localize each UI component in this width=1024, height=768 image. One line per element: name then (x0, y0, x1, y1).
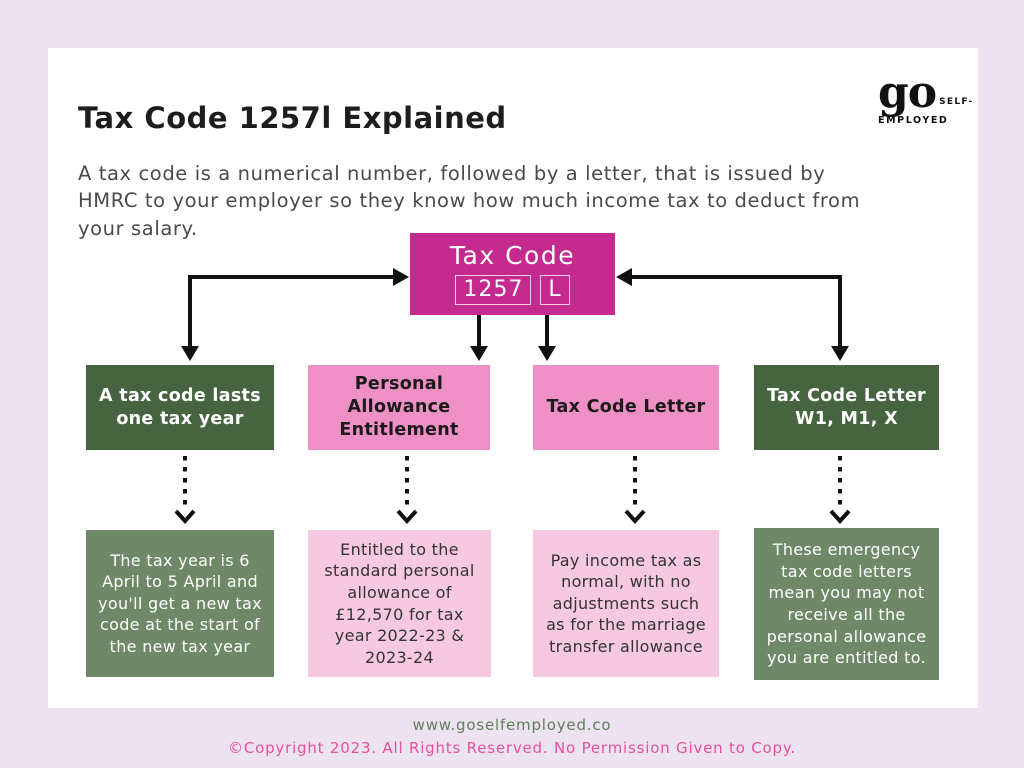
root-node-tax-code: Tax Code 1257 L (410, 233, 615, 315)
intro-paragraph: A tax code is a numerical number, follow… (78, 161, 861, 240)
branch-header-personal-allowance: Personal Allowance Entitlement (308, 365, 490, 450)
branch-detail-text: Entitled to the standard personal allowa… (324, 539, 475, 667)
footer-website: www.goselfemployed.co (412, 716, 612, 734)
tax-code-letter-chip: L (540, 275, 570, 305)
branch-detail-text: These emergency tax code letters mean yo… (766, 540, 927, 668)
branch-detail-personal-allowance: Entitled to the standard personal allowa… (308, 530, 491, 677)
branch-header-label: Tax Code Letter W1, M1, X (767, 385, 926, 429)
go-selfemployed-logo: go SELF- EMPLOYED (878, 67, 974, 126)
tax-code-value: 1257 L (455, 275, 570, 305)
logo-go-text: go (878, 67, 937, 118)
footer-copyright: ©Copyright 2023. All Rights Reserved. No… (228, 739, 796, 757)
tax-code-number-chip: 1257 (455, 275, 532, 305)
branch-detail-tax-year: The tax year is 6 April to 5 April and y… (86, 530, 274, 677)
branch-header-tax-year: A tax code lasts one tax year (86, 365, 274, 450)
branch-header-label: A tax code lasts one tax year (99, 385, 261, 429)
branch-detail-tax-code-letter: Pay income tax as normal, with no adjust… (533, 530, 719, 677)
branch-detail-text: The tax year is 6 April to 5 April and y… (98, 550, 262, 656)
branch-header-tax-code-letter: Tax Code Letter (533, 365, 719, 450)
branch-detail-emergency-letters: These emergency tax code letters mean yo… (754, 528, 939, 680)
logo-self-text: SELF- (939, 96, 974, 107)
branch-header-label: Personal Allowance Entitlement (339, 374, 459, 440)
branch-header-label: Tax Code Letter (546, 397, 706, 418)
logo-employed-text: EMPLOYED (878, 114, 949, 126)
branch-detail-text: Pay income tax as normal, with no adjust… (546, 550, 706, 656)
page-title: Tax Code 1257l Explained (78, 101, 507, 136)
root-node-title: Tax Code (449, 241, 576, 270)
branch-header-emergency-letters: Tax Code Letter W1, M1, X (754, 365, 939, 450)
